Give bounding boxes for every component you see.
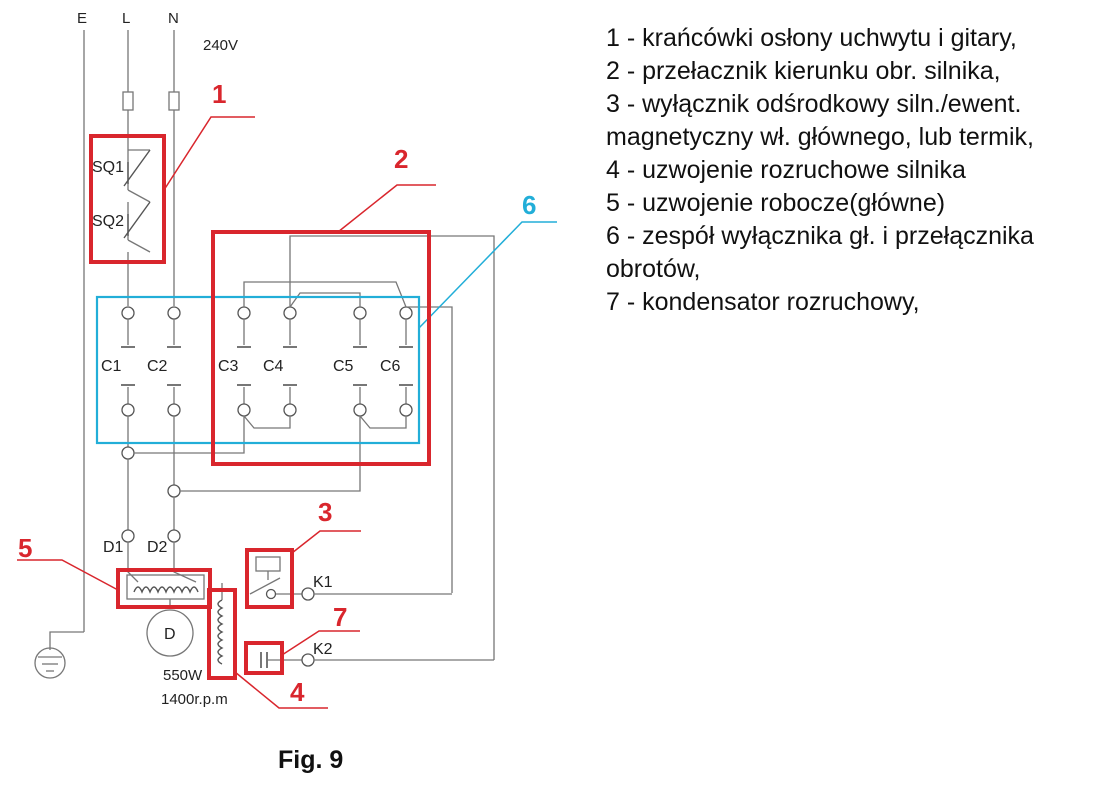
d2-label: D2 <box>147 539 168 556</box>
legend-line-2: 2 - przełacznik kierunku obr. silnika, <box>606 57 1001 85</box>
marker-5-leader <box>17 559 119 591</box>
c1-label: C1 <box>101 358 122 375</box>
contact-c4 <box>283 306 297 417</box>
marker-3-number: 3 <box>318 497 332 527</box>
c2-label: C2 <box>147 358 168 375</box>
sq1-switch <box>123 149 151 187</box>
marker-2-number: 2 <box>394 144 408 174</box>
centrifugal-switch <box>249 556 452 601</box>
marker-6-number: 6 <box>522 190 536 220</box>
voltage-label: 240V <box>203 37 238 54</box>
marker-1-box <box>89 134 166 264</box>
contact-c3 <box>237 306 251 417</box>
marker-4-box <box>207 588 237 680</box>
marker-2-box <box>211 230 431 466</box>
legend-line-3: 3 - wyłącznik odśrodkowy siln./ewent. <box>606 90 1021 118</box>
line-label: L <box>122 10 130 27</box>
marker-5-number: 5 <box>18 533 32 563</box>
legend-line-9: 7 - kondensator rozruchowy, <box>606 288 920 316</box>
motor-letter: D <box>164 626 176 643</box>
legend-line-4: magnetyczny wł. głównego, lub termik, <box>606 123 1034 151</box>
marker-4-number: 4 <box>290 677 305 707</box>
marker-6-box <box>95 295 421 445</box>
legend-line-5: 4 - uzwojenie rozruchowe silnika <box>606 156 966 184</box>
c5-label: C5 <box>333 358 354 375</box>
marker-7-box <box>244 641 284 675</box>
sq2-switch <box>123 201 151 239</box>
legend-line-6: 5 - uzwojenie robocze(główne) <box>606 189 945 217</box>
neutral-label: N <box>168 10 179 27</box>
neutral-rail <box>168 30 180 306</box>
running-winding-coil <box>126 574 205 600</box>
legend: 1 - krańcówki osłony uchwytu i gitary, 2… <box>606 24 1034 316</box>
marker-3-leader <box>291 530 361 554</box>
k2-label: K2 <box>313 641 333 658</box>
marker-1-number: 1 <box>212 79 226 109</box>
start-capacitor <box>260 652 494 668</box>
c3-label: C3 <box>218 358 239 375</box>
c6-label: C6 <box>380 358 401 375</box>
marker-3-box <box>245 548 294 609</box>
starting-winding-coil <box>217 583 224 665</box>
marker-4-leader <box>234 671 328 709</box>
sq2-label: SQ2 <box>92 213 124 230</box>
marker-2-leader <box>337 184 436 233</box>
marker-7-leader <box>281 630 360 656</box>
marker-1-leader <box>163 116 255 191</box>
marker-5-box <box>116 568 212 609</box>
legend-line-1: 1 - krańcówki osłony uchwytu i gitary, <box>606 24 1017 52</box>
legend-line-8: obrotów, <box>606 255 701 283</box>
motor-speed: 1400r.p.m <box>161 691 228 708</box>
motor-power: 550W <box>163 667 203 684</box>
contact-c6 <box>399 306 413 417</box>
figure-caption: Fig. 9 <box>278 746 343 774</box>
earth-label: E <box>77 10 87 27</box>
marker-6-leader <box>418 221 557 329</box>
earth-rail <box>49 30 85 650</box>
contact-c1 <box>121 306 135 417</box>
sq1-label: SQ1 <box>92 159 124 176</box>
d1-label: D1 <box>103 539 124 556</box>
marker-7-number: 7 <box>333 602 347 632</box>
switch-internal-wiring <box>243 235 495 660</box>
k1-label: K1 <box>313 574 333 591</box>
contact-c2 <box>167 306 181 417</box>
contact-c5 <box>353 306 367 417</box>
ground-icon <box>34 647 66 679</box>
c4-label: C4 <box>263 358 284 375</box>
legend-line-7: 6 - zespół wyłącznika gł. i przełącznika <box>606 222 1034 250</box>
